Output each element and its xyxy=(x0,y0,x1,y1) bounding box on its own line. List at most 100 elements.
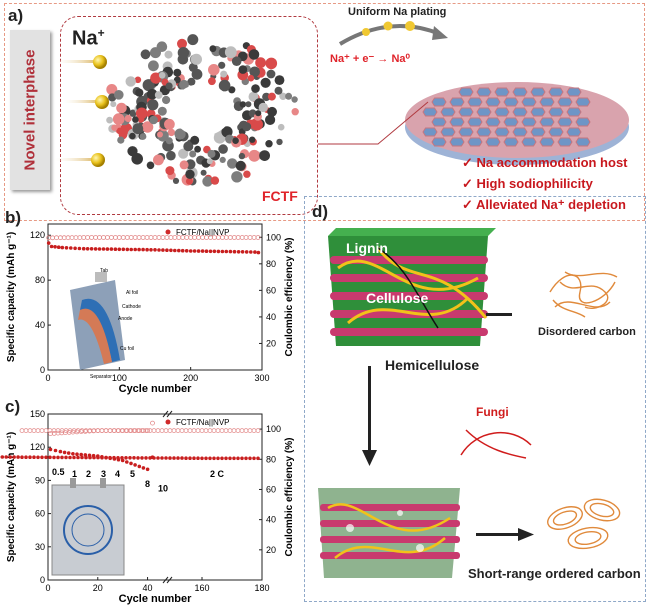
axis-break xyxy=(166,410,173,418)
framework-atom xyxy=(146,88,158,100)
y2-tick-label: 80 xyxy=(266,259,276,269)
capacity-point xyxy=(172,456,176,460)
ce-point xyxy=(39,428,45,434)
honeycomb-cell xyxy=(521,137,537,147)
y2-axis-label: Coulombic efficiency (%) xyxy=(284,238,295,357)
ce-point xyxy=(95,428,101,434)
x-axis-label: Cycle number xyxy=(119,593,192,605)
framework-atom xyxy=(116,127,123,135)
dash-connector xyxy=(486,313,512,316)
connector-line xyxy=(318,101,429,145)
capacity-point xyxy=(129,247,133,252)
framework-atom xyxy=(112,113,125,125)
pouch-tab xyxy=(70,478,76,488)
x-tick-label: 100 xyxy=(112,373,127,383)
framework-atom xyxy=(242,122,252,132)
ce-point xyxy=(223,428,229,434)
capacity-point xyxy=(248,456,252,461)
lignin-label: Lignin xyxy=(346,240,388,256)
inset-tab xyxy=(95,272,107,282)
capacity-point xyxy=(64,455,68,460)
framework-atom xyxy=(179,160,189,170)
capacity-point xyxy=(40,455,44,460)
capacity-point xyxy=(120,458,125,463)
capacity-point xyxy=(137,464,142,469)
x-tick-label: 180 xyxy=(254,583,269,593)
capacity-point xyxy=(137,247,141,252)
honeycomb-cell xyxy=(458,87,474,97)
capacity-point xyxy=(220,456,224,461)
capacity-point xyxy=(188,249,193,253)
ce-point xyxy=(107,428,113,434)
capacity-point xyxy=(79,452,83,457)
y2-tick-label: 60 xyxy=(266,285,276,295)
ce-point xyxy=(199,428,205,434)
capacity-point xyxy=(117,247,122,252)
honeycomb-cell xyxy=(575,137,591,147)
y-axis-label: Specific capacity (mAh g⁻¹) xyxy=(6,432,17,562)
y2-tick-label: 100 xyxy=(266,232,281,242)
honeycomb-cell xyxy=(422,127,438,137)
rate-label: 3 xyxy=(101,469,106,479)
honeycomb-disk-graphic xyxy=(405,82,629,165)
ce-point xyxy=(207,428,213,434)
capacity-point xyxy=(145,467,150,472)
capacity-point xyxy=(157,248,161,252)
capacity-point xyxy=(121,247,126,252)
y2-tick-label: 20 xyxy=(266,545,276,555)
capacity-point xyxy=(252,456,256,461)
ce-point xyxy=(160,235,166,240)
framework-atom xyxy=(202,176,213,187)
cellulose-label: Cellulose xyxy=(366,290,429,306)
capacity-point xyxy=(109,247,114,251)
capacity-point xyxy=(232,249,237,254)
honeycomb-cell xyxy=(539,137,555,147)
ce-point xyxy=(120,235,126,240)
ce-point xyxy=(235,235,241,240)
framework-atom xyxy=(209,45,217,53)
y2-tick-label: 40 xyxy=(266,312,276,322)
capacity-point xyxy=(56,455,60,460)
short-range-carbon-label: Short-range ordered carbon xyxy=(468,566,641,581)
honeycomb-cell xyxy=(530,87,546,97)
honeycomb-cell xyxy=(467,137,483,147)
ce-point xyxy=(247,428,253,434)
framework-atom xyxy=(116,102,127,114)
framework-atom xyxy=(206,158,213,165)
framework-atom xyxy=(139,133,147,140)
capacity-point xyxy=(141,247,145,252)
ce-point xyxy=(55,428,61,434)
ce-point xyxy=(105,235,110,240)
ce-point xyxy=(251,235,257,240)
framework-atom xyxy=(231,56,242,66)
capacity-point xyxy=(75,452,79,456)
capacity-point xyxy=(176,456,180,460)
ce-point xyxy=(35,428,41,434)
framework-atom xyxy=(127,146,138,157)
capacity-point xyxy=(129,461,133,466)
inset-anode xyxy=(80,298,120,362)
axis-break xyxy=(166,576,173,584)
plot-frame xyxy=(47,413,263,581)
capacity-point xyxy=(46,241,51,245)
honeycomb-cell xyxy=(458,127,474,137)
capacity-point xyxy=(124,456,128,460)
ce-point xyxy=(191,428,197,434)
framework-atom xyxy=(194,145,201,153)
y-tick-label: 120 xyxy=(30,230,45,240)
capacity-point xyxy=(53,448,58,453)
ce-point xyxy=(19,428,25,434)
capacity-point xyxy=(76,455,80,460)
capacity-point xyxy=(44,455,48,460)
process-arrow xyxy=(362,366,377,466)
capacity-point xyxy=(232,456,236,461)
ce-point xyxy=(145,428,151,434)
framework-atom xyxy=(132,123,144,135)
capacity-point xyxy=(48,455,52,460)
ce-point xyxy=(113,235,118,240)
honeycomb-cell xyxy=(503,137,519,147)
feature-1: ✓ Na accommodation host xyxy=(462,155,628,170)
ce-point xyxy=(46,235,52,241)
ce-point xyxy=(239,235,245,240)
capacity-point xyxy=(228,456,232,461)
